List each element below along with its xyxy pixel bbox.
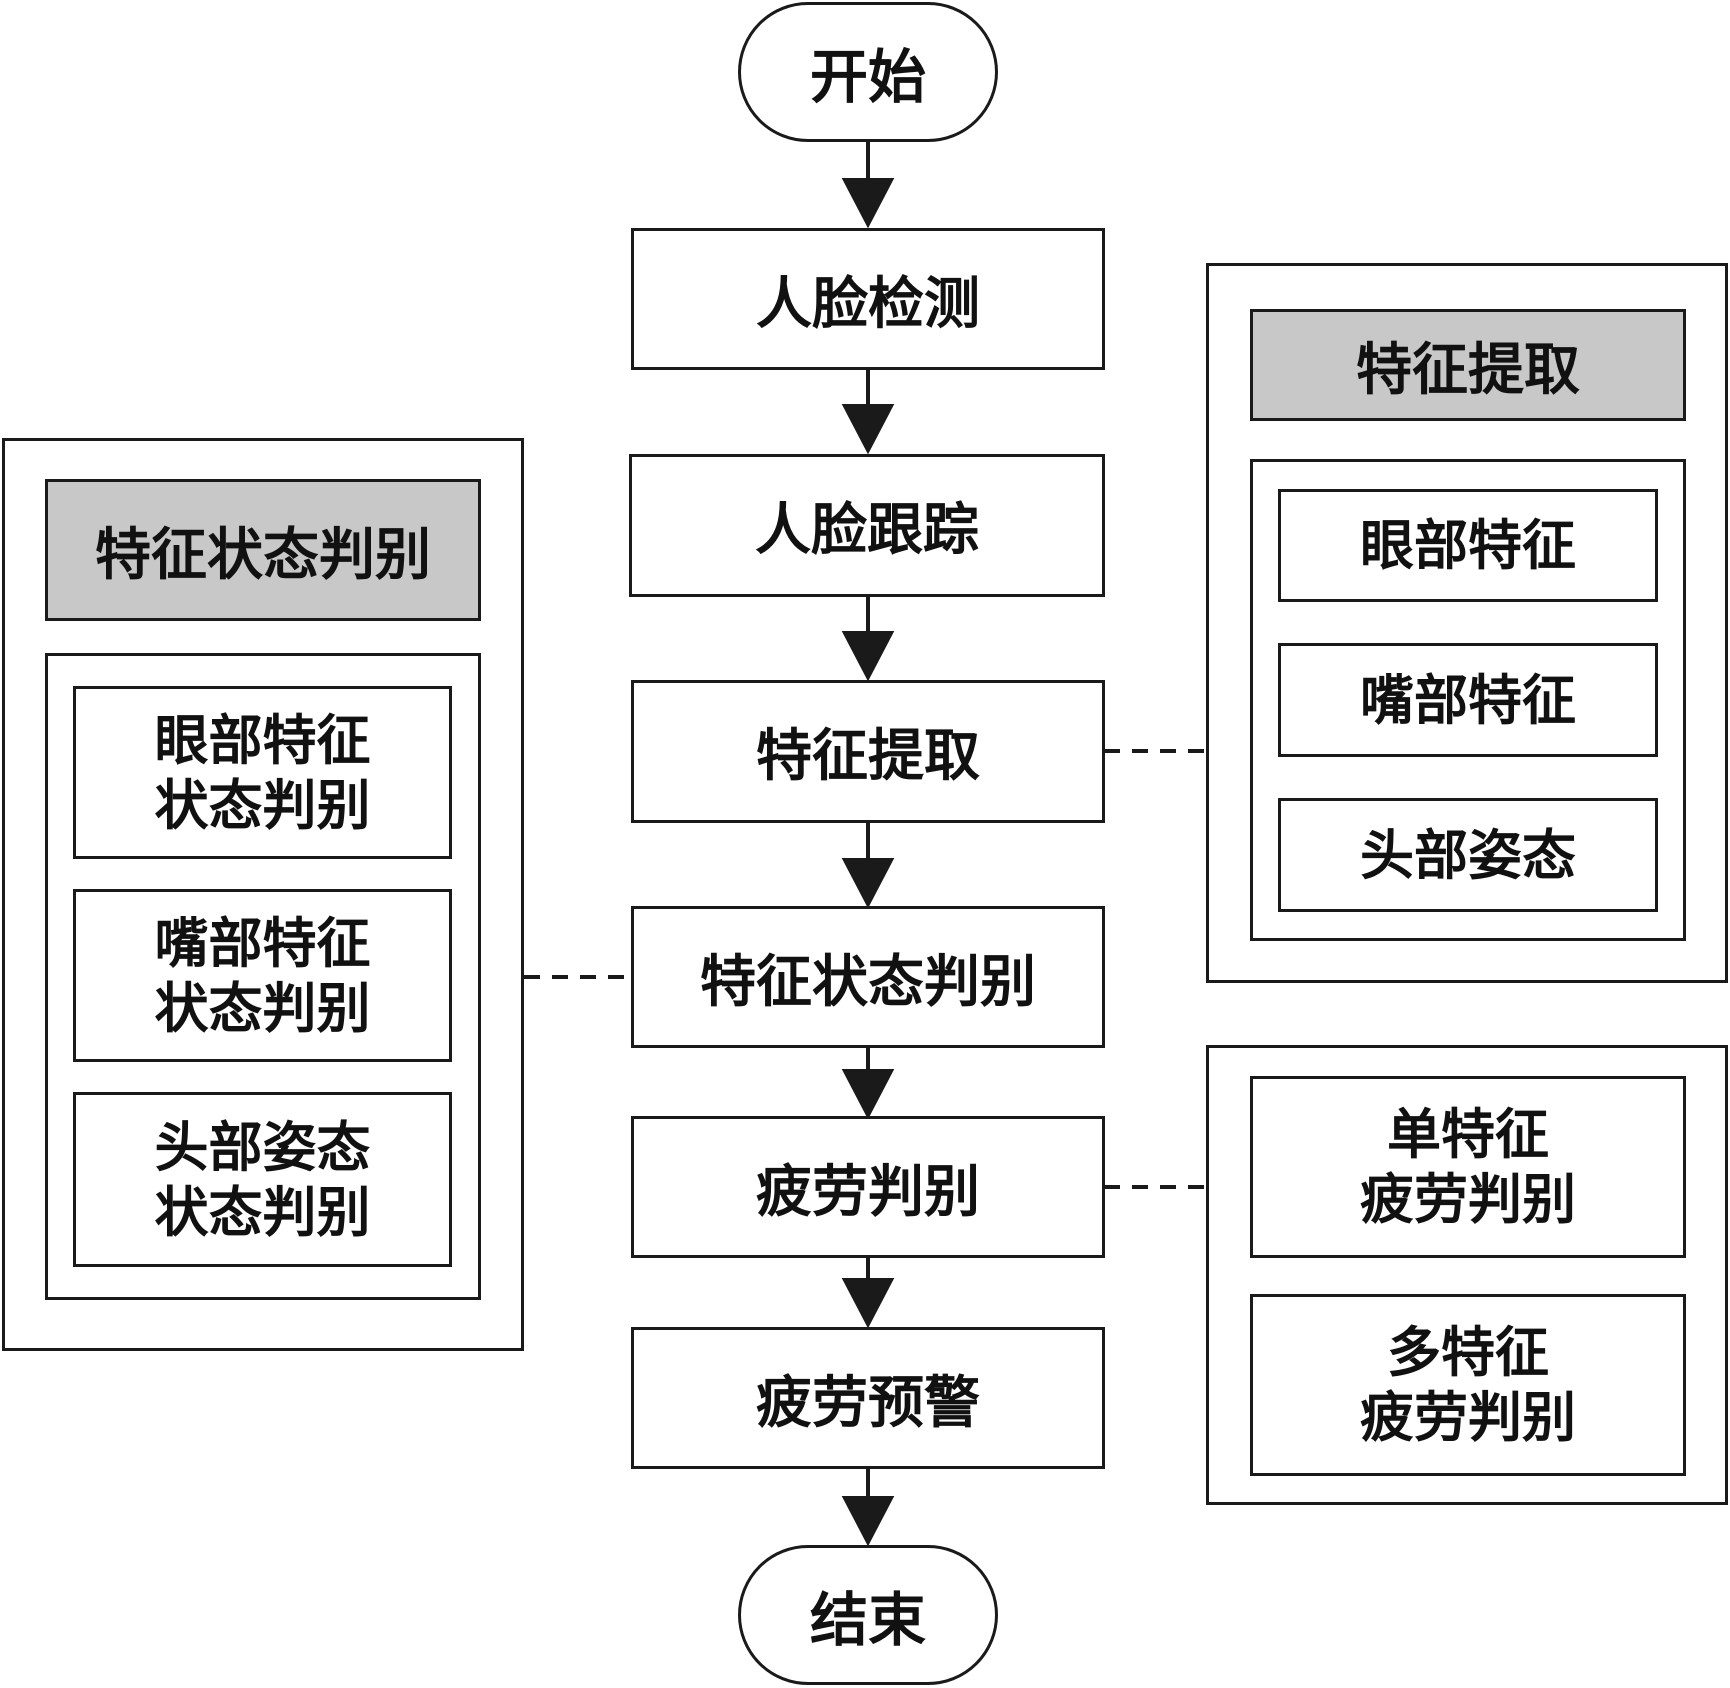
right-item-head-pose: 头部姿态: [1278, 798, 1658, 912]
right-top-item-group: [1250, 459, 1686, 941]
item-line: 状态判别: [154, 975, 371, 1040]
step-label: 疲劳判别: [756, 1158, 980, 1225]
item-label: 嘴部特征: [1360, 667, 1576, 732]
left-panel-item-group: [45, 653, 481, 1300]
right-top-panel-title-text: 特征提取: [1356, 336, 1580, 403]
arrowhead: [841, 1278, 895, 1329]
step-label: 疲劳预警: [756, 1369, 980, 1436]
right-item-single-feature-fatigue: 单特征 疲劳判别: [1250, 1076, 1686, 1258]
step-feature-extraction: 特征提取: [631, 680, 1105, 823]
left-item-mouth-state: 嘴部特征 状态判别: [73, 889, 452, 1062]
arrowhead: [841, 404, 895, 455]
step-face-detection: 人脸检测: [631, 228, 1105, 370]
end-label: 结束: [809, 1586, 926, 1654]
arrowhead: [841, 631, 895, 682]
item-line: 疲劳判别: [1360, 1385, 1576, 1449]
arrowhead: [841, 858, 895, 909]
step-face-tracking: 人脸跟踪: [629, 454, 1105, 597]
right-top-panel-title: 特征提取: [1250, 309, 1686, 421]
right-bottom-detail-panel: [1206, 1045, 1728, 1505]
start-label: 开始: [809, 43, 926, 111]
left-item-head-pose-state: 头部姿态 状态判别: [73, 1092, 452, 1267]
right-item-mouth-feature: 嘴部特征: [1278, 643, 1658, 757]
step-feature-state-judgment: 特征状态判别: [631, 906, 1105, 1048]
item-line: 疲劳判别: [1360, 1167, 1576, 1231]
right-top-detail-panel: [1206, 263, 1728, 983]
left-item-eye-state: 眼部特征 状态判别: [73, 686, 452, 859]
step-fatigue-warning: 疲劳预警: [631, 1327, 1105, 1469]
step-label: 人脸跟踪: [755, 497, 979, 563]
start-terminal: 开始: [738, 2, 998, 142]
item-label: 头部姿态: [1360, 822, 1576, 887]
arrowhead: [841, 1069, 895, 1120]
left-detail-panel: [2, 438, 524, 1351]
step-label: 人脸检测: [756, 270, 980, 337]
item-line: 眼部特征: [154, 707, 371, 772]
item-line: 单特征: [1387, 1102, 1549, 1167]
item-line: 状态判别: [154, 1179, 371, 1244]
right-item-multi-feature-fatigue: 多特征 疲劳判别: [1250, 1294, 1686, 1476]
right-item-eye-feature: 眼部特征: [1278, 489, 1658, 602]
step-label: 特征提取: [756, 723, 980, 789]
step-fatigue-judgment: 疲劳判别: [631, 1116, 1105, 1258]
step-label: 特征状态判别: [700, 948, 1036, 1015]
item-line: 头部姿态: [154, 1114, 371, 1179]
item-label: 眼部特征: [1360, 513, 1576, 578]
arrowhead: [841, 1496, 895, 1547]
item-line: 状态判别: [154, 772, 371, 837]
item-line: 嘴部特征: [154, 910, 371, 975]
item-line: 多特征: [1387, 1320, 1549, 1385]
left-panel-title-text: 特征状态判别: [95, 521, 431, 588]
arrowhead: [841, 178, 895, 229]
end-terminal: 结束: [738, 1545, 998, 1685]
left-panel-title: 特征状态判别: [45, 479, 481, 621]
